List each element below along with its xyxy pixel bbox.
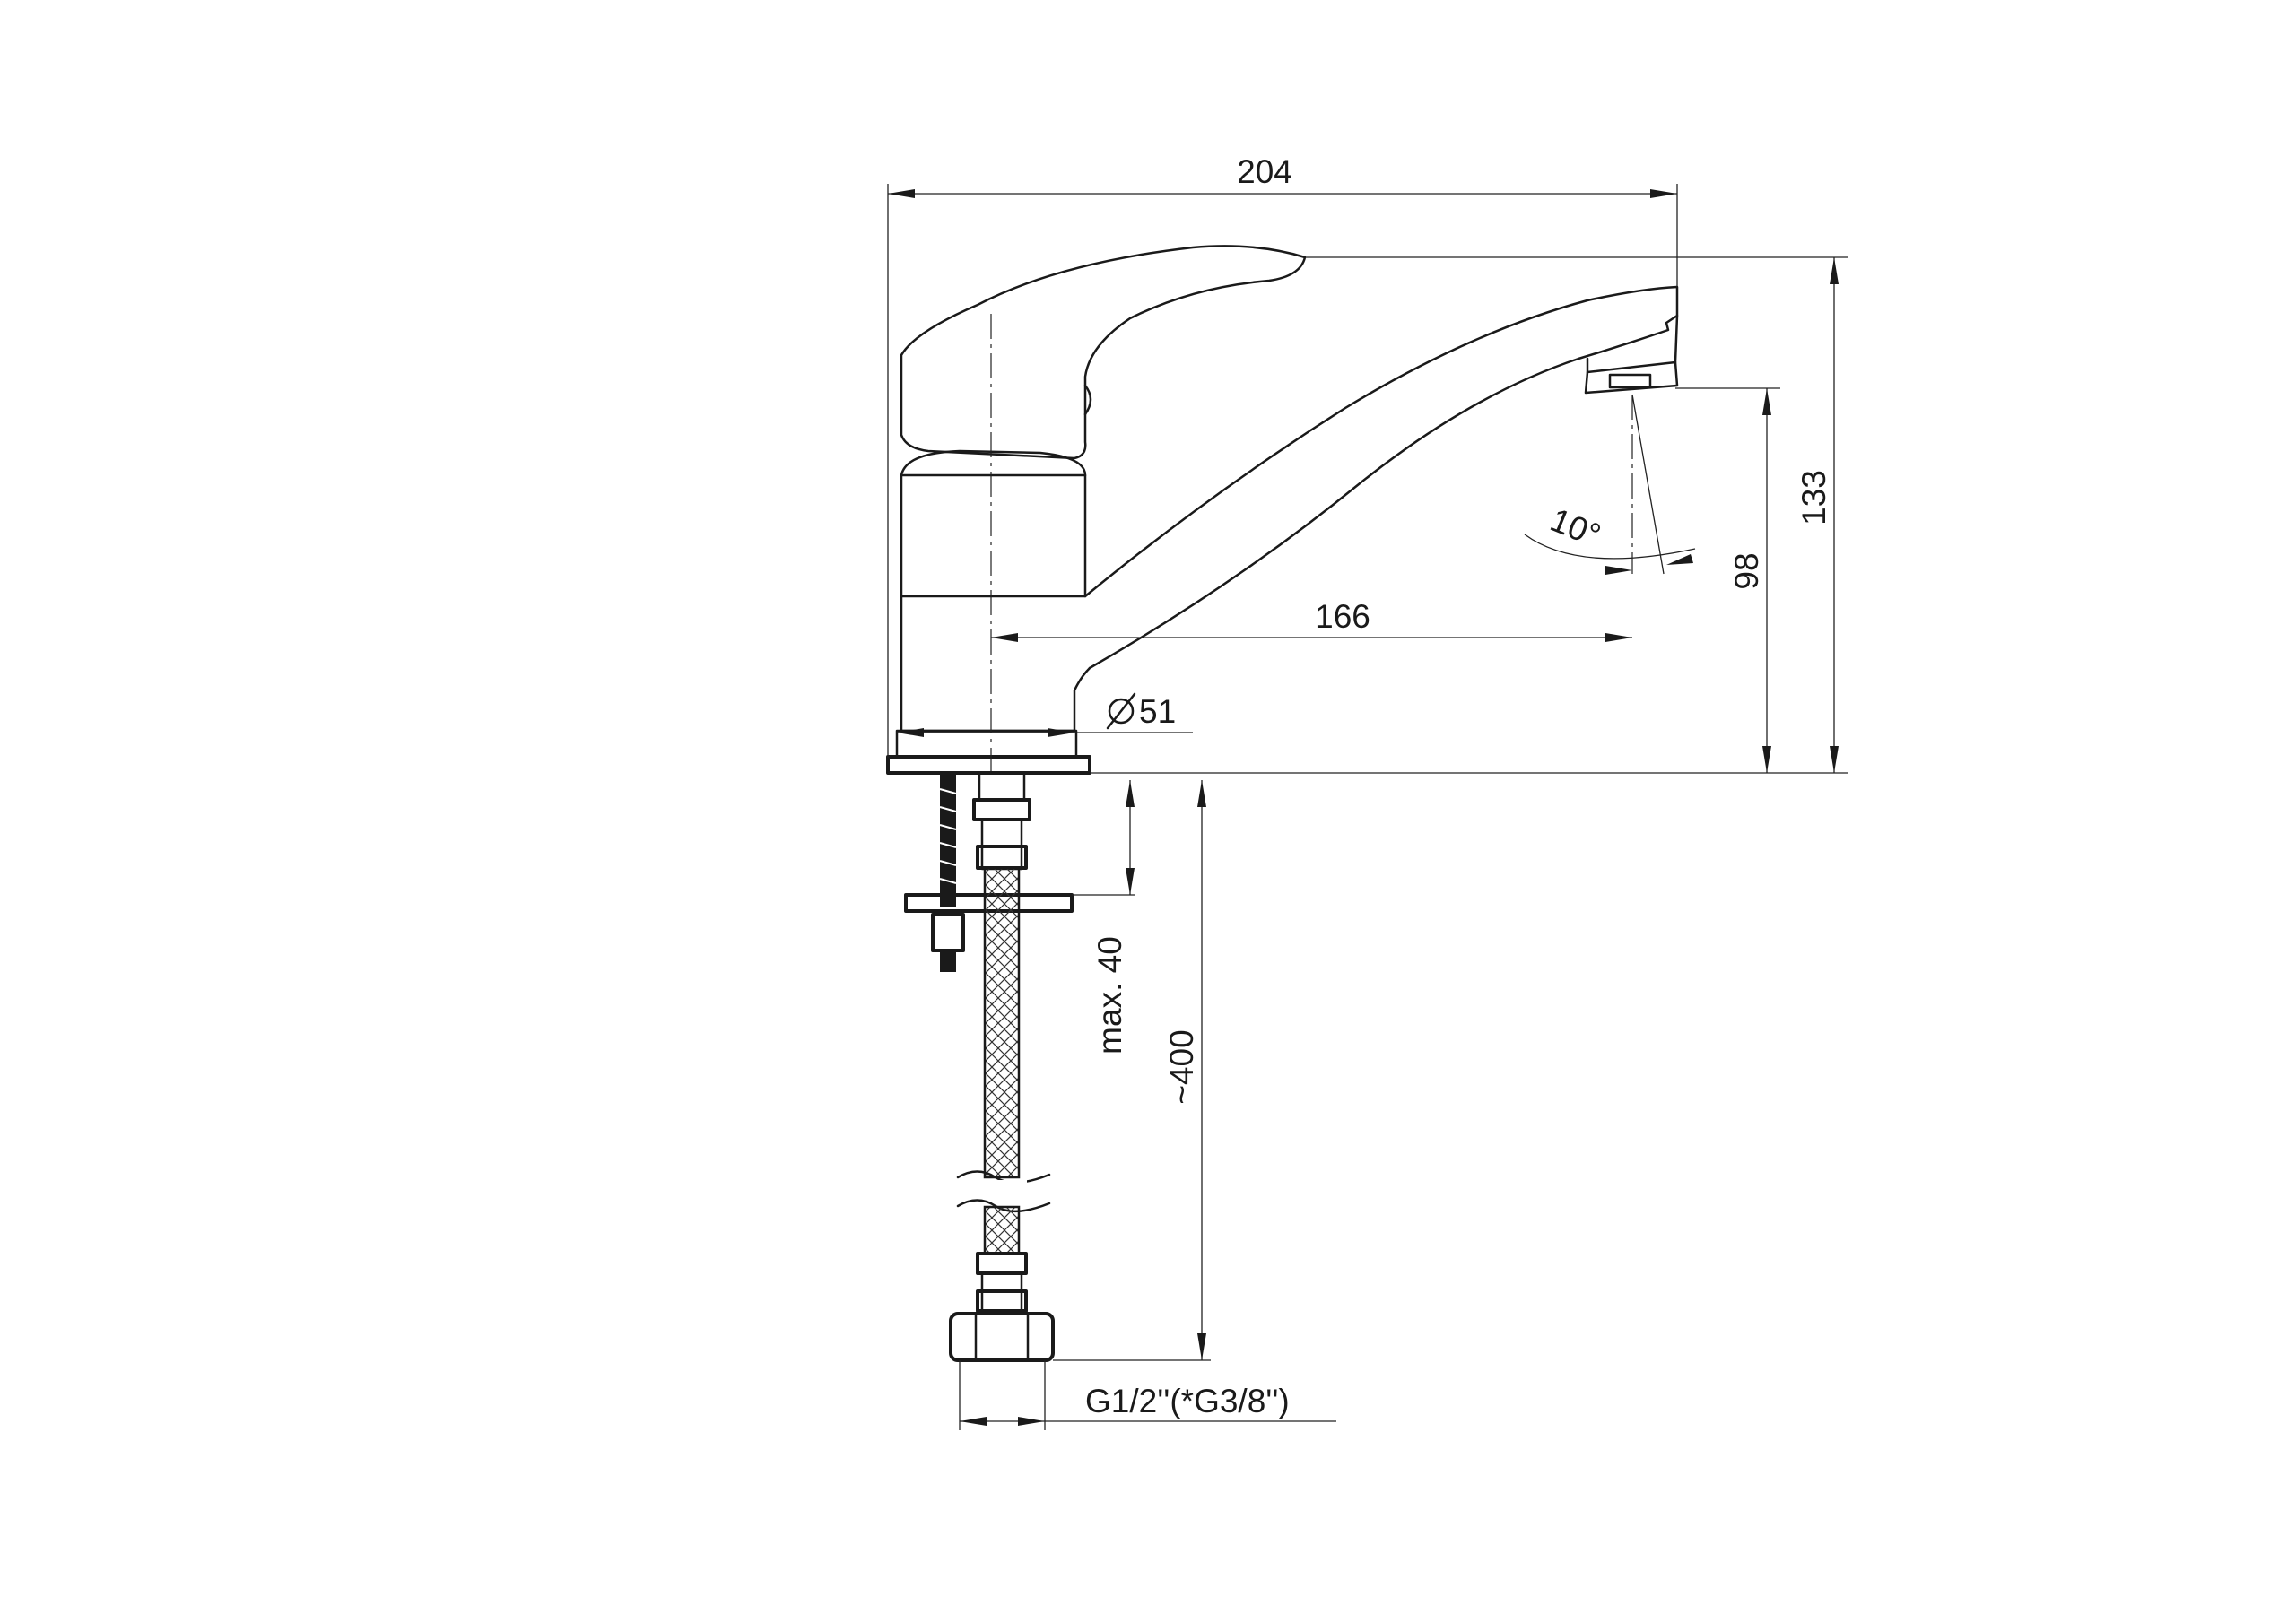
dim-outlet-height: 98 <box>1728 552 1765 589</box>
diameter-symbol-icon <box>1108 698 1135 725</box>
braided-hose <box>949 866 1055 1362</box>
dim-connection-thread: G1/2''(*G3/8'') <box>1085 1383 1290 1419</box>
hose-nut <box>949 1312 1055 1362</box>
spout-tip <box>1586 314 1679 374</box>
cap-ring <box>900 449 1087 477</box>
dim-spout-angle: 10° <box>1545 501 1605 554</box>
spout <box>1083 285 1679 670</box>
dim-base-diameter-value: 51 <box>1139 693 1176 730</box>
threaded-stud <box>940 773 956 907</box>
dim-base-diameter: 51 <box>1106 692 1176 730</box>
dim-spout-reach: 166 <box>1315 598 1370 635</box>
dim-overall-height: 133 <box>1796 470 1832 525</box>
base-plate <box>886 755 1091 775</box>
center-lines <box>990 314 1665 771</box>
dimension-lines <box>887 184 1848 1430</box>
faucet-body <box>886 245 1679 775</box>
lower-body <box>900 595 1091 733</box>
lever-underside <box>1083 384 1092 416</box>
aerator-insert <box>1608 373 1652 389</box>
dim-max-mount-thickness: max. 40 <box>1091 936 1128 1055</box>
aerator <box>1584 360 1679 395</box>
upper-body <box>900 473 1087 598</box>
dim-hose-length: ~400 <box>1163 1029 1200 1104</box>
dimension-labels: 204 166 10° 133 98 51 max. 40 ~400 G1/2'… <box>1085 153 1832 1419</box>
dim-overall-width: 204 <box>1237 153 1292 190</box>
lever-handle <box>900 245 1307 460</box>
base-escutcheon <box>895 729 1078 759</box>
mounting-nut <box>931 913 965 952</box>
